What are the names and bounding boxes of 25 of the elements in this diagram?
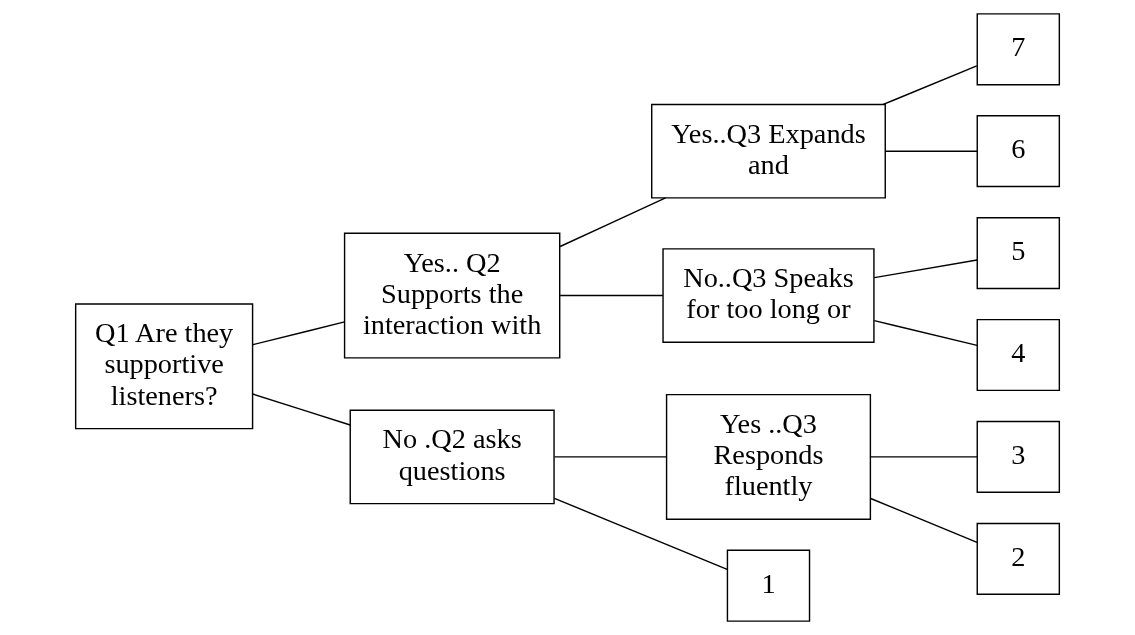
connector — [873, 259, 978, 279]
node-box: Yes ..Q3 Responds fluently — [665, 393, 872, 520]
connector — [882, 65, 978, 106]
connector — [251, 393, 351, 426]
node-box: 2 — [976, 522, 1061, 595]
connector — [870, 456, 978, 458]
node-box: 5 — [976, 217, 1061, 290]
node-box: 7 — [976, 13, 1061, 86]
node-box: Yes.. Q2 Supports the interaction with — [343, 232, 561, 359]
node-box: 3 — [976, 420, 1061, 493]
node-box: 4 — [976, 318, 1061, 392]
node-box: Yes..Q3 Expands and — [651, 103, 886, 199]
node-box: 6 — [976, 115, 1061, 188]
connector — [873, 319, 978, 347]
connector — [870, 497, 978, 544]
connector — [251, 321, 346, 346]
node-box: No .Q2 asks questions — [349, 409, 555, 505]
connector — [559, 197, 667, 248]
connector — [553, 456, 668, 458]
connector — [553, 497, 728, 571]
node-box: 1 — [726, 549, 811, 622]
node-box: Q1 Are they supportive listeners? — [74, 303, 254, 430]
node-box: No..Q3 Speaks for too long or — [662, 248, 875, 343]
connector — [884, 150, 978, 152]
connector — [559, 294, 664, 297]
